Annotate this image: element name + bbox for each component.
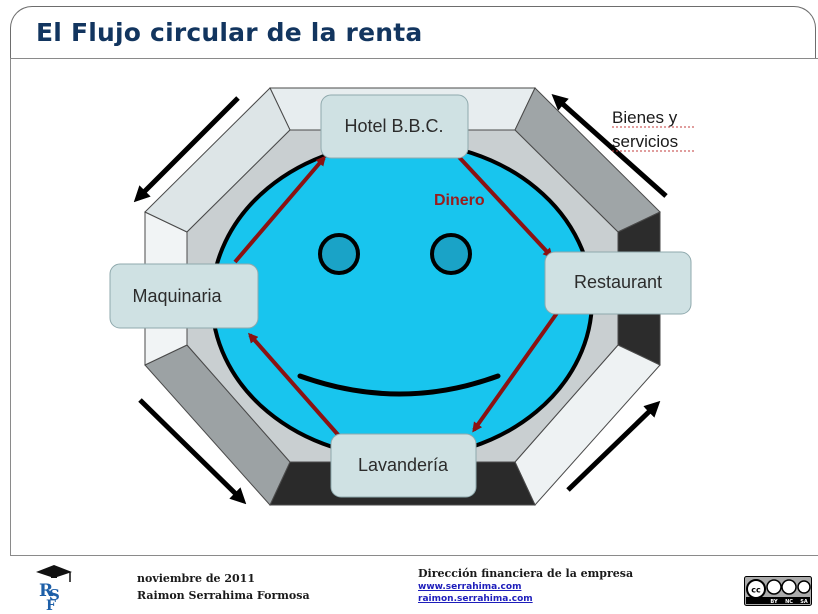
smiley-face (210, 140, 594, 460)
goods-arrow-bottom-left (138, 398, 247, 505)
slide-title: El Flujo circular de la renta (36, 18, 423, 47)
goods-label-line2: servicios (612, 132, 678, 151)
footer-author: Raimon Serrahima Formosa (137, 589, 310, 602)
footer-website-link[interactable]: www.serrahima.com (418, 582, 522, 592)
node-lavanderia: Lavandería (330, 433, 477, 498)
left-border (10, 58, 11, 555)
footer-divider (10, 555, 818, 556)
footer-date: noviembre de 2011 (137, 572, 255, 585)
goods-label-line1: Bienes y (612, 108, 678, 127)
goods-label-underline (612, 126, 694, 152)
node-restaurant: Restaurant (544, 251, 692, 315)
money-arrow-hotel-to-restaurant (456, 154, 554, 259)
cc-symbol: cc (751, 586, 761, 595)
money-arrow-restaurant-to-lavanderia (472, 304, 564, 433)
left-eye (318, 233, 360, 275)
money-arrow-lavanderia-to-maquinaria (248, 332, 342, 439)
rsf-logo: R S F (36, 565, 72, 610)
title-divider (10, 58, 818, 59)
node-hotel: Hotel B.B.C. (320, 94, 469, 159)
cc-term-by: BY (770, 599, 778, 605)
cc-license-badge: cc BY NC SA (744, 576, 812, 606)
footer-blog-link[interactable]: raimon.serrahima.com (418, 594, 533, 604)
goods-arrow-top-left (133, 96, 240, 203)
footer-course-title: Dirección financiera de la empresa (418, 567, 634, 580)
money-arrow-maquinaria-to-hotel (233, 155, 326, 264)
svg-text:S: S (49, 586, 60, 604)
smile-mouth (297, 373, 501, 397)
money-label: Dinero (434, 192, 485, 209)
svg-text:R: R (39, 581, 54, 601)
goods-arrow-top-right (551, 94, 668, 198)
node-lavanderia-label: Lavandería (358, 455, 449, 475)
cc-term-nc: NC (785, 599, 793, 605)
node-maquinaria-label: Maquinaria (132, 286, 222, 306)
svg-text:F: F (46, 598, 56, 610)
node-hotel-label: Hotel B.B.C. (344, 116, 443, 136)
right-eye (430, 233, 472, 275)
node-restaurant-label: Restaurant (574, 272, 662, 292)
title-frame (10, 6, 816, 58)
cc-term-sa: SA (800, 599, 808, 605)
goods-arrow-bottom-right (566, 400, 661, 492)
node-maquinaria: Maquinaria (109, 263, 259, 329)
